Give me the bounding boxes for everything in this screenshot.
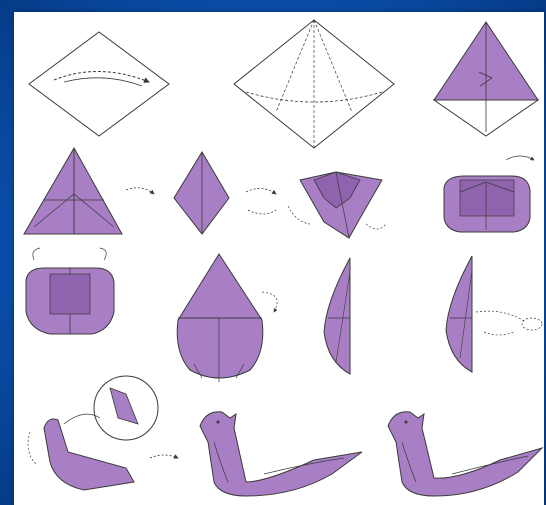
instruction-sheet [14,12,544,505]
step-8 [26,248,114,334]
step-13 [200,412,362,496]
origami-diagram [14,12,544,505]
step-11 [446,256,542,372]
step-1 [29,32,169,136]
step-5 [174,152,276,234]
step-10 [324,258,350,374]
step-12 [28,376,178,490]
step-2 [234,20,394,148]
step-3 [434,22,538,136]
step-7 [444,156,534,232]
step-14 [388,412,542,496]
step-6 [288,172,386,238]
step-9 [177,254,277,382]
step-4 [24,148,154,234]
